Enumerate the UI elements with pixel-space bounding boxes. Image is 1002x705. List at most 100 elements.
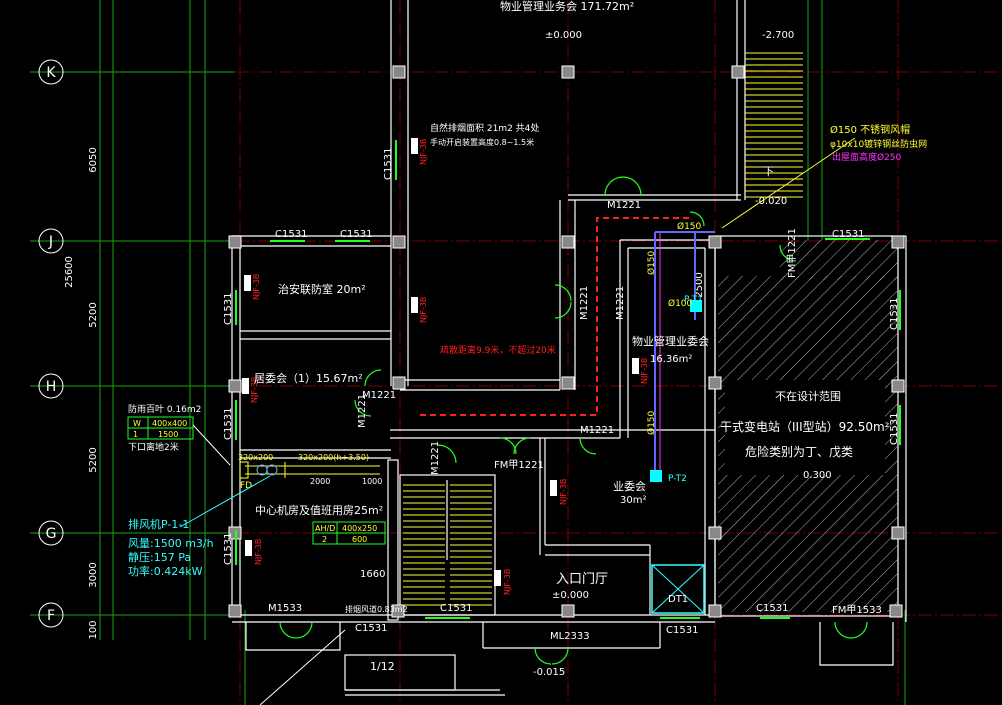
door-m1221-f: M1221 — [357, 394, 368, 428]
evac-note: 疏散距离9.9米，不超过20米 — [440, 344, 556, 356]
columns — [228, 65, 905, 618]
level-sub: 0.300 — [803, 470, 832, 481]
win-c1531-k: C1531 — [889, 413, 900, 445]
pipe-pt2: P-T2 — [668, 474, 687, 484]
pipe-labels: Ø150 Ø150 Ø100 Ø150 P-T1 P-T2 — [646, 221, 703, 484]
room-pm: 物业管理业委会 — [632, 334, 709, 348]
pipe-4: Ø150 — [646, 410, 657, 435]
ext-7: NJF-3B — [254, 539, 263, 565]
dim-5200-b: 5200 — [88, 447, 99, 472]
axis-k: K — [46, 65, 56, 81]
vent-r1-c1: W — [133, 419, 141, 428]
hood-annotation: Ø150 不锈钢风帽 φ10x10镀锌钢丝防虫网 出屋面高度Ø250 — [721, 123, 927, 229]
dim-6050: 6050 — [88, 147, 99, 172]
dim-25600: 25600 — [64, 256, 75, 288]
level-top: ±0.000 — [545, 30, 582, 41]
fan-annotation: 排风机P-1-1 风量:1500 m3/h 静压:157 Pa 功率:0.424… — [128, 475, 271, 578]
win-c1531-m: C1531 — [355, 623, 387, 634]
level-ramp: -0.020 — [755, 196, 787, 207]
extinguisher-icons — [242, 138, 639, 586]
room-lobby: 入口门厅 — [556, 572, 608, 587]
fan-title: 排风机P-1-1 — [128, 517, 189, 531]
ext-8: NJF-3B — [503, 569, 512, 595]
dim-1000: 1000 — [362, 477, 382, 486]
elevator — [651, 564, 705, 614]
door-m1221-c: M1221 — [579, 286, 590, 320]
vent-r2-c2: 1500 — [158, 430, 178, 439]
dim-2500: 2500 — [694, 272, 705, 297]
pipe-1: Ø150 — [677, 221, 702, 232]
win-c1531-b: C1531 — [340, 229, 372, 240]
door-fmb1533: FM甲1533 — [832, 605, 882, 616]
substation-hatch — [718, 240, 898, 612]
room-top: 物业管理业务会 171.72m² — [500, 0, 634, 13]
ext-2: NJF-3B — [252, 274, 261, 300]
duct-2: 320x200(h+3.50) — [298, 453, 369, 462]
door-m1221-a: M1221 — [607, 200, 641, 211]
hvac-pipes — [239, 231, 715, 482]
dim-2000: 2000 — [310, 477, 330, 486]
room-bizcomm-area: 30m² — [620, 495, 646, 506]
vent-r1-c2: 400x400 — [152, 419, 187, 428]
pipe-2: Ø150 — [646, 250, 657, 275]
pipe-3: Ø100 — [668, 298, 693, 309]
dim-1660: 1660 — [360, 569, 385, 580]
win-c1531-f: C1531 — [383, 148, 394, 180]
door-m1221-h: M1221 — [430, 441, 441, 475]
not-in-scope: 不在设计范围 — [775, 389, 841, 403]
room-hazard: 危险类别为丁、戊类 — [745, 444, 853, 459]
duct-1: 320x200 — [238, 453, 273, 462]
win-c1531-j: C1531 — [889, 298, 900, 330]
level-marks: ±0.000 -2.700 -0.020 0.300 ±0.000 -0.015… — [310, 30, 832, 678]
win-c1531-e: C1531 — [223, 533, 234, 565]
windows — [235, 140, 901, 619]
vent-legend: 防雨百叶 0.16m2 W 400x400 1 1500 下口离地2米 — [127, 403, 231, 466]
fan-pressure: 静压:157 Pa — [128, 550, 191, 564]
pipe-pt1: P-T1 — [684, 295, 703, 305]
level-out: -0.015 — [533, 667, 565, 678]
room-security: 治安联防室 20m² — [278, 282, 366, 296]
axis-h: H — [46, 379, 57, 395]
win-c1531-l: C1531 — [832, 229, 864, 240]
room-pm-area: 16.36m² — [650, 354, 692, 365]
ah-r1-c1: AH/D — [315, 524, 335, 533]
fan-power: 功率:0.424kW — [128, 564, 203, 578]
dim-100: 100 — [88, 620, 99, 639]
fan-flow: 风量:1500 m3/h — [128, 537, 214, 550]
hood-line1: Ø150 不锈钢风帽 — [830, 123, 910, 136]
ext-6: NJF-3B — [559, 479, 568, 505]
elevator-label: DT1 — [668, 594, 688, 605]
win-c1531-i: C1531 — [666, 625, 698, 636]
leader-line — [259, 629, 346, 705]
extinguisher-labels: NJF-3B NJF-3B NJF-3B NJF-3B NJF-3B NJF-3… — [250, 139, 649, 595]
evac-path — [420, 217, 690, 416]
ah-r2-c2: 600 — [352, 535, 367, 544]
fd-label: FD — [240, 481, 252, 491]
axis-bubbles: K J H G F — [38, 59, 64, 628]
door-fmb1221-b: FM甲1221 — [787, 228, 798, 278]
grid-lines — [30, 0, 1002, 705]
room-substation: 干式变电站（III型站）92.50m² — [720, 419, 890, 434]
smoke-note-2: 手动开启装置高度0.8~1.5米 — [430, 137, 534, 147]
hood-line2: φ10x10镀锌钢丝防虫网 — [830, 138, 927, 150]
window-labels: C1531 C1531 C1531 C1531 C1531 C1531 C153… — [223, 148, 900, 636]
door-m1533: M1533 — [268, 603, 302, 614]
dimension-texts: 6050 25600 5200 5200 3000 100 2500 — [64, 147, 705, 639]
win-c1531-h: C1531 — [756, 603, 788, 614]
door-m1221-d: M1221 — [615, 286, 626, 320]
ah-r2-c1: 2 — [322, 535, 327, 544]
vent-bottom: 下口离地2米 — [128, 441, 179, 453]
room-jwh: 居委会（1）15.67m² — [254, 372, 363, 385]
level-entry: ±0.000 — [552, 590, 589, 601]
flue-label: 排烟风道0.83m2 — [345, 604, 408, 614]
door-labels: M1221 M1221 M1221 M1221 M1221 M1221 M122… — [268, 200, 882, 642]
ramp-slope: 1/12 — [370, 660, 395, 673]
win-c1531-g: C1531 — [440, 603, 472, 614]
room-control: 中心机房及值班用房25m² — [255, 503, 383, 517]
ext-3: NJF-3B — [419, 297, 428, 323]
hood-line3: 出屋面高度Ø250 — [832, 151, 902, 163]
doors — [279, 176, 868, 665]
stair-down: 下 — [763, 165, 774, 178]
walls — [231, 0, 907, 696]
